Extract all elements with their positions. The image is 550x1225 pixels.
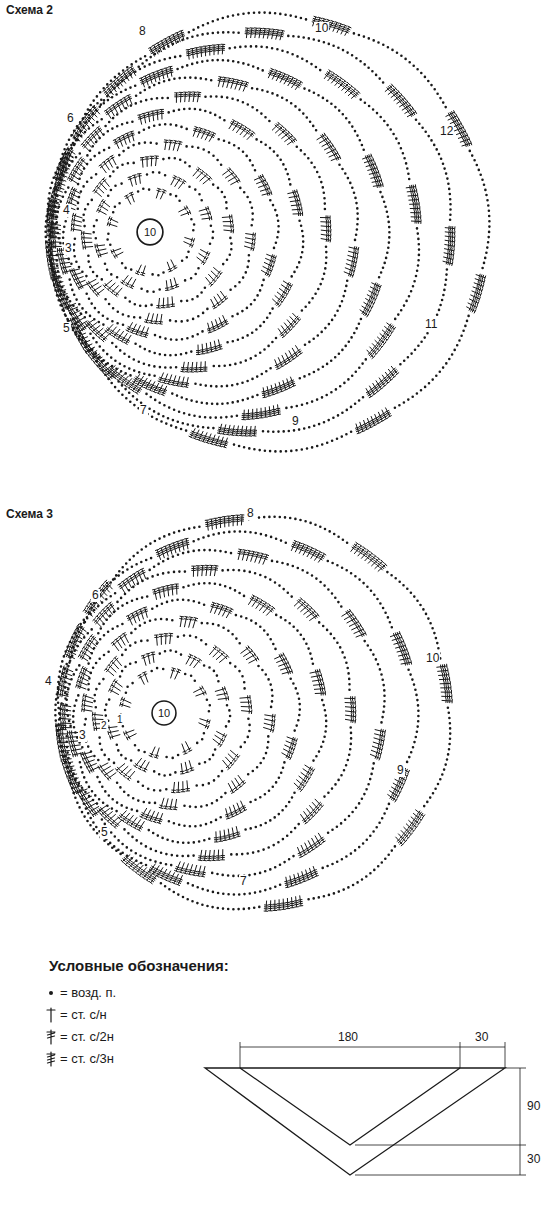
ring-count: 10 (151, 708, 177, 719)
center-ring: 10 (136, 218, 164, 246)
round-number: 8 (246, 507, 255, 520)
round-number: 5 (62, 322, 71, 335)
dimension: 180 (337, 1031, 359, 1044)
legend-entry: = ст. с/3н (60, 1052, 114, 1066)
legend-entry: = ст. с/н (60, 1008, 107, 1022)
round-number: 7 (139, 404, 148, 417)
legend-symbols (47, 993, 55, 1066)
round-number: 5 (100, 826, 109, 839)
ring-count: 10 (136, 227, 164, 238)
round-number: 6 (91, 589, 100, 602)
round-number: 6 (66, 112, 75, 125)
legend-heading: Условные обозначения: (48, 958, 230, 975)
chain-dots (55, 517, 450, 909)
dimension: 90 (526, 1100, 541, 1113)
legend-entry: = ст. с/2н (60, 1030, 114, 1044)
round-number: 10 (314, 22, 329, 35)
scheme-title: Схема 2 (5, 4, 54, 17)
dimension: 30 (526, 1153, 541, 1166)
round-number: 9 (291, 415, 300, 428)
round-number: 12 (439, 125, 454, 138)
round-number: 2 (100, 720, 108, 731)
round-number: 1 (116, 714, 124, 725)
round-number: 3 (64, 242, 73, 255)
round-number: 11 (424, 318, 438, 331)
dimension: 30 (474, 1031, 489, 1044)
legend-entry: = возд. п. (60, 986, 116, 1000)
stitch-strokes (56, 515, 453, 912)
round-number: 9 (396, 764, 405, 777)
center-ring: 10 (151, 700, 177, 726)
round-number: 7 (239, 875, 248, 888)
round-number: 8 (138, 25, 147, 38)
round-number: 3 (78, 729, 87, 742)
round-number: 4 (62, 204, 71, 217)
round-number: 4 (44, 675, 53, 688)
chain-dots (46, 13, 490, 452)
scheme-title: Схема 3 (5, 508, 54, 521)
round-number: 10 (425, 652, 440, 665)
